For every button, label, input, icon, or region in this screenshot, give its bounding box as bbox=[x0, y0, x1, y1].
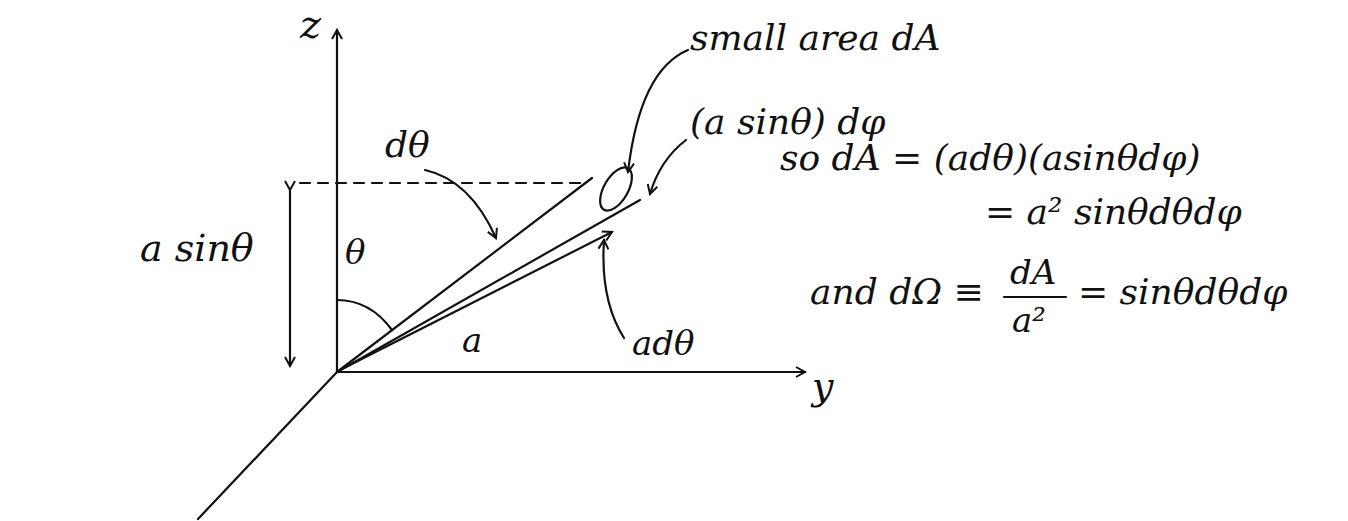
axis-label: z bbox=[300, 2, 321, 46]
height-arrow bbox=[289, 190, 291, 366]
angle-label: θ bbox=[345, 234, 365, 271]
dimension-label: a sinθ bbox=[140, 228, 254, 270]
theta-arc bbox=[337, 300, 392, 330]
equation-text: = a² sinθdθdφ bbox=[985, 192, 1242, 232]
cone-edge bbox=[337, 200, 640, 372]
equation-text: and dΩ ≡ bbox=[810, 272, 984, 312]
vector-label: a bbox=[462, 322, 482, 359]
leader-line bbox=[425, 170, 496, 238]
equation-text: so dA = (adθ)(asinθdφ) bbox=[780, 138, 1201, 178]
fraction-bar bbox=[1004, 296, 1066, 298]
z-axis bbox=[336, 30, 338, 372]
leader-line bbox=[603, 240, 624, 338]
vector-a bbox=[340, 232, 612, 370]
leader-line bbox=[650, 140, 686, 194]
cone-edge bbox=[337, 178, 592, 372]
dashed-line bbox=[300, 182, 588, 184]
x-axis bbox=[198, 372, 337, 519]
leader-line bbox=[628, 50, 688, 172]
angle-label: dθ bbox=[385, 125, 430, 165]
callout-text: small area dA bbox=[690, 18, 940, 58]
callout-text: (a sinθ) dφ bbox=[690, 102, 886, 142]
area-element bbox=[594, 162, 639, 216]
equation-text: = sinθdθdφ bbox=[1078, 272, 1287, 312]
axis-label: y bbox=[812, 366, 833, 408]
equation-text: a² bbox=[1012, 302, 1046, 339]
dimension-label: adθ bbox=[632, 325, 695, 362]
equation-text: dA bbox=[1010, 254, 1056, 291]
y-axis bbox=[337, 371, 805, 373]
